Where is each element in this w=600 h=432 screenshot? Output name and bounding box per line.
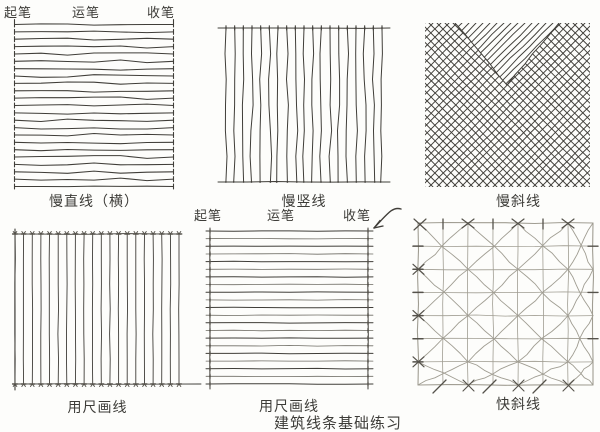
stroke-label-end-mid: 收笔 <box>343 208 372 223</box>
stroke-label-run-top: 运笔 <box>72 5 101 20</box>
ruler-vertical-lines-drawing <box>11 228 202 391</box>
stroke-label-run-mid: 运笔 <box>267 208 296 223</box>
ruler-horizontal-lines-drawing <box>205 227 374 390</box>
caption-ruler-vertical: 用尺画线 <box>67 401 128 416</box>
slow-horizontal-lines-drawing <box>13 18 175 190</box>
caption-fast-diagonal: 快斜线 <box>496 398 541 413</box>
caption-ruler-horizontal: 用尺画线 <box>259 400 319 415</box>
caption-slow-diagonal: 慢斜线 <box>496 195 541 210</box>
stroke-label-start-top: 起笔 <box>4 5 33 20</box>
stroke-label-end-top: 收笔 <box>147 5 176 20</box>
panel-fast-diagonal-lines: 快斜线 <box>412 218 599 414</box>
panel-slow-diagonal-lines: 慢斜线 <box>425 23 590 211</box>
panel-ruler-horizontal-lines: 用尺画线 <box>205 227 374 416</box>
panel-ruler-vertical-lines: 用尺画线 <box>11 228 202 417</box>
sheet-title: 建筑线条基础练习 <box>273 416 402 432</box>
slow-diagonal-crosshatch-drawing <box>425 23 590 187</box>
panel-slow-horizontal-lines: 慢直线（横） <box>13 18 175 211</box>
slow-vertical-lines-drawing <box>217 25 391 183</box>
caption-slow-horizontal: 慢直线（横） <box>49 195 139 210</box>
caption-slow-vertical: 慢竖线 <box>281 195 327 210</box>
stroke-label-start-mid: 起笔 <box>194 208 223 223</box>
corner-pointer-arrow <box>373 207 402 229</box>
fast-diagonal-grid-drawing <box>412 218 599 394</box>
panel-slow-vertical-lines: 慢竖线 <box>217 25 391 211</box>
